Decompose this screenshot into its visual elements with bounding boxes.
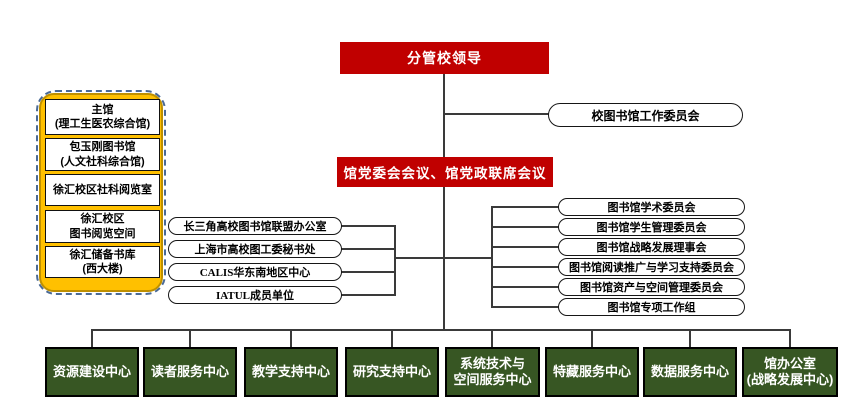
drop-line-7	[689, 329, 691, 347]
right-oval-line-2	[491, 226, 560, 228]
party-meeting-box: 馆党委会会议、馆党政联席会议	[337, 157, 553, 187]
left-oval-line-1	[340, 225, 396, 227]
committee-oval-asset-space: 图书馆资产与空间管理委员会	[558, 278, 745, 296]
center-box-data-service: 数据服务中心	[643, 347, 737, 397]
branch-box-xuhui-reading-room: 徐汇校区社科阅览室	[45, 174, 160, 206]
right-oval-line-3	[491, 246, 560, 248]
drop-line-5	[491, 329, 493, 347]
left-oval-line-4	[340, 294, 396, 296]
left-oval-line-2	[340, 248, 396, 250]
committee-oval-reading-promotion: 图书馆阅读推广与学习支持委员会	[558, 258, 745, 276]
branch-box-baoyugang-library: 包玉刚图书馆 (人文社科综合馆)	[45, 138, 160, 171]
center-box-resource-building: 资源建设中心	[45, 347, 139, 397]
university-library-committee-oval: 校图书馆工作委员会	[548, 103, 743, 127]
affiliation-oval-shanghai-secretariat: 上海市高校图工委秘书处	[168, 240, 342, 258]
committee-connector-line	[443, 113, 549, 115]
cross-connector-line	[394, 257, 493, 259]
branch-box-xuhui-reading-space: 徐汇校区 图书阅览空间	[45, 210, 160, 243]
left-bracket-line	[394, 225, 396, 296]
trunk-line	[443, 74, 445, 330]
drop-line-6	[591, 329, 593, 347]
bottom-connector-line	[91, 329, 791, 331]
affiliation-oval-yangtze-alliance: 长三角高校图书馆联盟办公室	[168, 217, 342, 235]
committee-oval-strategic-development: 图书馆战略发展理事会	[558, 238, 745, 256]
center-box-research-support: 研究支持中心	[345, 347, 439, 397]
affiliation-oval-iatul-member: IATUL成员单位	[168, 286, 342, 304]
center-box-office: 馆办公室 (战略发展中心)	[742, 347, 838, 397]
left-oval-line-3	[340, 271, 396, 273]
committee-oval-academic: 图书馆学术委员会	[558, 198, 745, 216]
branch-box-xuhui-stack: 徐汇储备书库 (西大楼)	[45, 246, 160, 278]
center-box-special-collection: 特藏服务中心	[545, 347, 639, 397]
center-box-system-space: 系统技术与 空间服务中心	[445, 347, 540, 397]
branch-box-main-library: 主馆 (理工生医农综合馆)	[45, 99, 160, 135]
leader-box: 分管校领导	[340, 42, 549, 74]
right-oval-line-4	[491, 266, 560, 268]
center-box-teaching-support: 教学支持中心	[244, 347, 338, 397]
center-box-reader-service: 读者服务中心	[143, 347, 237, 397]
drop-line-4	[391, 329, 393, 347]
drop-line-8	[789, 329, 791, 347]
committee-oval-student-management: 图书馆学生管理委员会	[558, 218, 745, 236]
right-oval-line-5	[491, 286, 560, 288]
right-bracket-line	[491, 206, 493, 308]
affiliation-oval-calis-center: CALIS华东南地区中心	[168, 263, 342, 281]
right-oval-line-6	[491, 306, 560, 308]
drop-line-2	[189, 329, 191, 347]
committee-oval-special-taskforce: 图书馆专项工作组	[558, 298, 745, 316]
drop-line-1	[91, 329, 93, 347]
drop-line-3	[290, 329, 292, 347]
right-oval-line-1	[491, 206, 560, 208]
